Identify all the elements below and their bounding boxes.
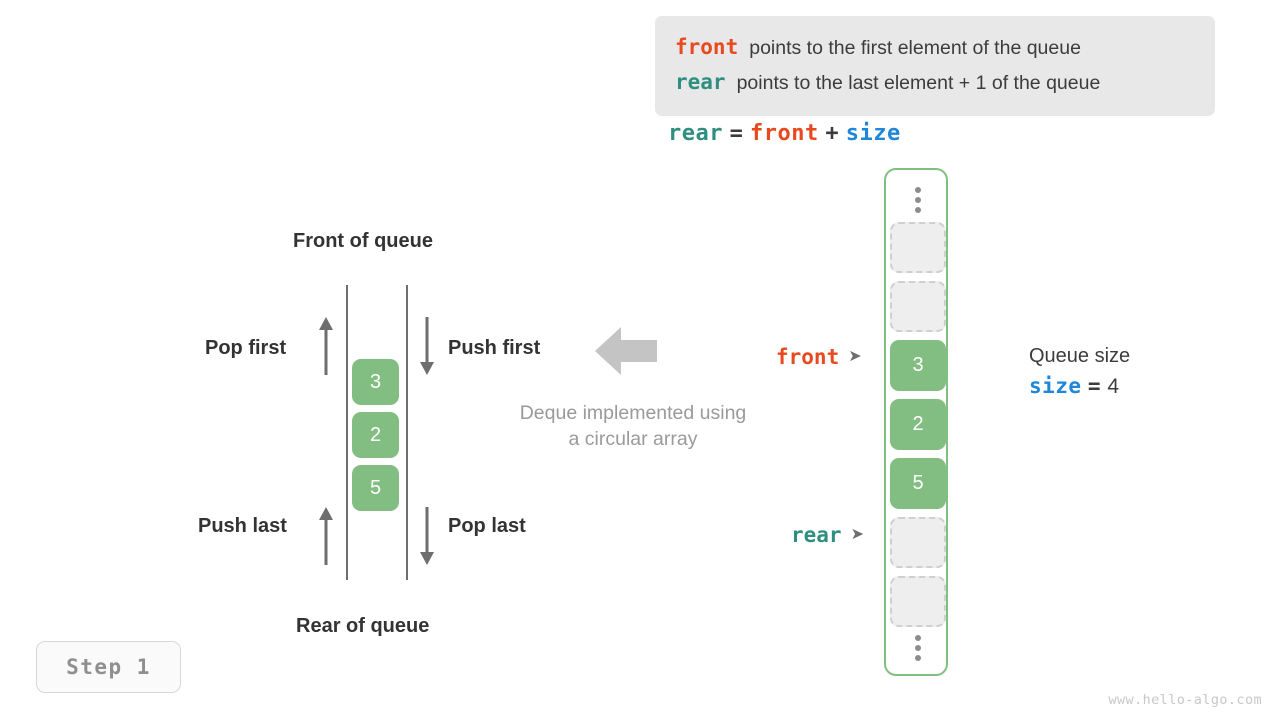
queue-size-var: size [1029, 374, 1082, 398]
arrow-down-icon [418, 315, 436, 377]
center-caption: Deque implemented using a circular array [493, 400, 773, 452]
circular-array-container: 3 2 5 [884, 168, 948, 676]
center-caption-line2: a circular array [568, 428, 698, 450]
queue-size-title: Queue size [1029, 345, 1131, 367]
arrow-up-icon [317, 505, 335, 567]
array-cell-filled: 5 [890, 458, 946, 509]
operation-label-push-first: Push first [448, 337, 541, 359]
operation-label-pop-last: Pop last [448, 515, 526, 537]
pointer-caret-icon: ➤ [848, 348, 862, 365]
arrow-up-icon [317, 315, 335, 377]
formula-rear-equals-front-plus-size: rear = front + size [668, 120, 901, 146]
legend-description-rear: points to the last element + 1 of the qu… [736, 72, 1101, 94]
arrow-down-icon [418, 505, 436, 567]
legend-keyword-front: front [675, 35, 739, 59]
watermark: www.hello-algo.com [1108, 692, 1262, 708]
center-caption-line1: Deque implemented using [519, 402, 747, 424]
legend-box: front points to the first element of the… [655, 16, 1215, 116]
queue-size-value: size = 4 [1029, 370, 1130, 403]
legend-description-front: points to the first element of the queue [749, 37, 1081, 59]
pointer-label-front: front ➤ [776, 345, 862, 369]
array-cell-filled: 2 [890, 399, 946, 450]
pointer-text-rear: rear [791, 523, 842, 547]
front-of-queue-label: Front of queue [293, 230, 433, 252]
vertical-ellipsis-icon [890, 174, 946, 225]
legend-line-rear: rear points to the last element + 1 of t… [675, 65, 1195, 100]
operation-label-pop-first: Pop first [205, 337, 287, 359]
formula-rear: rear [668, 121, 723, 146]
array-cell-empty [890, 576, 946, 627]
array-cell-empty [890, 222, 946, 273]
array-cell-filled: 3 [890, 340, 946, 391]
formula-equals: = [729, 121, 744, 146]
pointer-label-rear: rear ➤ [791, 523, 864, 547]
queue-size-number: 4 [1107, 375, 1120, 398]
queue-size-block: Queue size size = 4 [1029, 342, 1130, 403]
formula-plus: + [825, 121, 840, 146]
deque-cell: 5 [352, 465, 399, 511]
queue-size-equals: = [1087, 374, 1102, 398]
pointer-caret-icon: ➤ [850, 526, 864, 543]
formula-size: size [845, 121, 901, 146]
vertical-ellipsis-icon [890, 622, 946, 673]
legend-keyword-rear: rear [675, 70, 726, 94]
legend-line-front: front points to the first element of the… [675, 30, 1195, 65]
deque-rail-left [346, 285, 348, 580]
formula-front: front [749, 121, 819, 146]
rear-of-queue-label: Rear of queue [296, 615, 430, 637]
big-left-arrow-icon [595, 325, 657, 382]
array-cell-empty [890, 517, 946, 568]
deque-rail-right [406, 285, 408, 580]
array-cell-empty [890, 281, 946, 332]
pointer-text-front: front [776, 345, 840, 369]
operation-label-push-last: Push last [198, 515, 287, 537]
deque-cell: 3 [352, 359, 399, 405]
step-badge: Step 1 [36, 641, 181, 693]
deque-cell: 2 [352, 412, 399, 458]
